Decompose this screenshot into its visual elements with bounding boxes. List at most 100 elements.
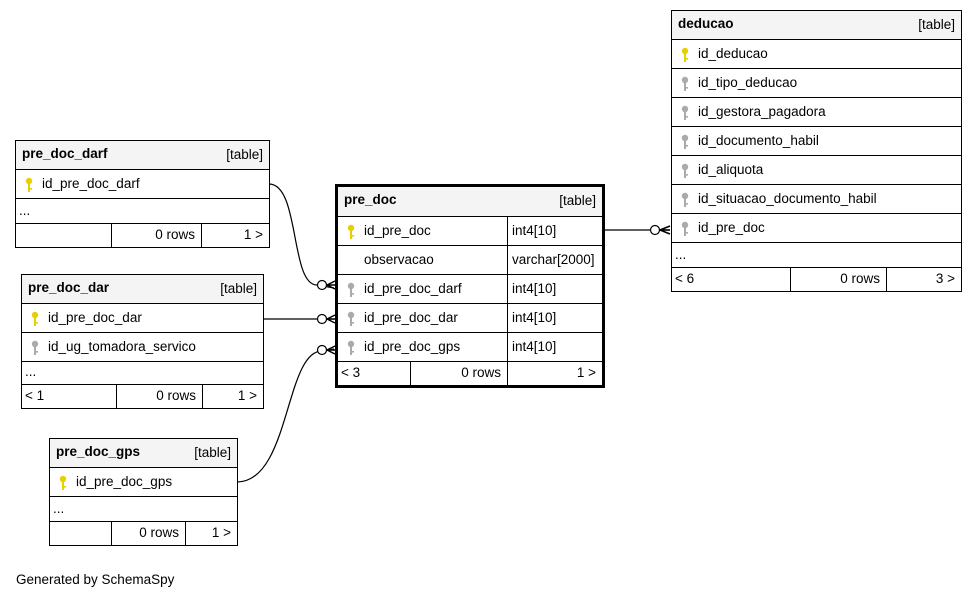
table-name: deducao — [678, 16, 734, 31]
edge-dar-optional-marker — [316, 313, 328, 325]
ellipsis: ... — [675, 247, 687, 262]
foreign-key-icon — [347, 311, 355, 326]
column-name: observacao — [364, 252, 434, 267]
children-count[interactable]: 1 > — [201, 224, 269, 247]
column-row[interactable]: id_pre_doc_dar — [22, 303, 263, 332]
more-columns-row: ... — [672, 242, 961, 267]
foreign-key-icon — [347, 340, 355, 355]
primary-key-icon — [681, 47, 689, 62]
column-row[interactable]: id_pre_doc_gps int4[10] — [338, 332, 602, 361]
column-name: id_aliquota — [698, 162, 764, 177]
column-row[interactable]: id_ug_tomadora_servico — [22, 332, 263, 361]
more-columns-row: ... — [16, 198, 269, 223]
table-footer: < 6 0 rows 3 > — [672, 267, 961, 291]
foreign-key-icon — [681, 163, 689, 178]
column-type: int4[10] — [507, 217, 602, 245]
foreign-key-icon — [681, 76, 689, 91]
table-name: pre_doc_dar — [28, 280, 110, 295]
table-pre-doc-dar[interactable]: pre_doc_dar [table] id_pre_doc_dar id_ug… — [21, 274, 264, 409]
column-row[interactable]: id_pre_doc_darf — [16, 169, 269, 198]
column-name: id_documento_habil — [698, 133, 819, 148]
edge-darf-crowfoot — [326, 280, 336, 290]
more-columns-row: ... — [22, 361, 263, 384]
edge-pre-doc-gps — [236, 348, 335, 483]
column-type: int4[10] — [507, 333, 602, 361]
parents-count[interactable]: < 6 — [675, 271, 695, 286]
column-row[interactable]: id_pre_doc int4[10] — [338, 216, 602, 245]
table-header: pre_doc [table] — [338, 187, 602, 216]
children-count[interactable]: 1 > — [185, 522, 237, 545]
column-row[interactable]: id_gestora_pagadora — [672, 97, 961, 126]
table-header: pre_doc_gps [table] — [50, 439, 237, 467]
primary-key-icon — [347, 224, 355, 239]
column-name: id_gestora_pagadora — [698, 104, 826, 119]
row-count: 0 rows — [111, 224, 201, 247]
column-row[interactable]: id_pre_doc_gps — [50, 467, 237, 496]
column-row[interactable]: id_pre_doc_darf int4[10] — [338, 274, 602, 303]
children-count[interactable]: 1 > — [202, 385, 263, 408]
table-type-tag: [table] — [194, 445, 231, 460]
ellipsis: ... — [19, 203, 31, 218]
table-footer: 0 rows 1 > — [50, 521, 237, 545]
foreign-key-icon — [31, 340, 39, 355]
column-name: id_pre_doc_dar — [364, 310, 458, 325]
column-name: id_ug_tomadora_servico — [48, 339, 196, 354]
column-row[interactable]: id_deducao — [672, 39, 961, 68]
table-header: deducao [table] — [672, 11, 961, 39]
table-footer: 0 rows 1 > — [16, 223, 269, 247]
row-count: 0 rows — [790, 268, 886, 291]
children-count[interactable]: 3 > — [886, 268, 961, 291]
column-row[interactable]: id_aliquota — [672, 155, 961, 184]
parents-count — [16, 224, 111, 247]
more-columns-row: ... — [50, 496, 237, 521]
ellipsis: ... — [25, 364, 37, 379]
table-footer: < 1 0 rows 1 > — [22, 384, 263, 408]
row-count: 0 rows — [111, 522, 185, 545]
column-name: id_pre_doc — [698, 220, 765, 235]
column-name: id_deducao — [698, 46, 768, 61]
table-pre-doc[interactable]: pre_doc [table] id_pre_doc int4[10] obse… — [335, 184, 605, 388]
table-header: pre_doc_darf [table] — [16, 141, 269, 169]
column-type: varchar[2000] — [507, 246, 602, 274]
foreign-key-icon — [347, 282, 355, 297]
table-footer: < 3 0 rows 1 > — [338, 361, 602, 385]
column-row[interactable]: id_situacao_documento_habil — [672, 184, 961, 213]
foreign-key-icon — [681, 105, 689, 120]
column-row[interactable]: id_pre_doc_dar int4[10] — [338, 303, 602, 332]
table-name: pre_doc_darf — [22, 146, 108, 161]
primary-key-icon — [31, 311, 39, 326]
table-type-tag: [table] — [220, 281, 257, 296]
column-name: id_pre_doc_gps — [364, 339, 461, 354]
edge-deducao-crowfoot — [659, 225, 671, 235]
edge-dar-crowfoot — [326, 314, 336, 324]
table-name: pre_doc — [344, 192, 397, 207]
column-row[interactable]: id_pre_doc — [672, 213, 961, 242]
column-type: int4[10] — [507, 275, 602, 303]
column-name: id_pre_doc_darf — [364, 281, 462, 296]
children-count[interactable]: 1 > — [507, 362, 602, 385]
foreign-key-icon — [681, 192, 689, 207]
table-deducao[interactable]: deducao [table] id_deducao id_tipo_deduc… — [671, 10, 962, 292]
column-name: id_tipo_deducao — [698, 75, 798, 90]
table-type-tag: [table] — [559, 193, 596, 208]
table-pre-doc-gps[interactable]: pre_doc_gps [table] id_pre_doc_gps ... 0… — [49, 438, 238, 546]
table-pre-doc-darf[interactable]: pre_doc_darf [table] id_pre_doc_darf ...… — [15, 140, 270, 248]
table-type-tag: [table] — [918, 17, 955, 32]
edge-deducao-optional-marker — [649, 224, 661, 236]
column-row[interactable]: id_tipo_deducao — [672, 68, 961, 97]
column-row[interactable]: id_documento_habil — [672, 126, 961, 155]
edge-gps-crowfoot — [326, 345, 336, 355]
primary-key-icon — [25, 177, 33, 192]
table-header: pre_doc_dar [table] — [22, 275, 263, 303]
ellipsis: ... — [53, 501, 65, 516]
column-row[interactable]: observacao varchar[2000] — [338, 245, 602, 274]
edge-gps-optional-marker — [316, 344, 328, 356]
row-count: 0 rows — [116, 385, 202, 408]
table-type-tag: [table] — [226, 147, 263, 162]
parents-count[interactable]: < 1 — [25, 388, 45, 403]
parents-count[interactable]: < 3 — [341, 365, 361, 380]
edge-darf-optional-marker — [316, 279, 328, 291]
column-name: id_pre_doc — [364, 223, 431, 238]
column-name: id_pre_doc_dar — [48, 310, 142, 325]
